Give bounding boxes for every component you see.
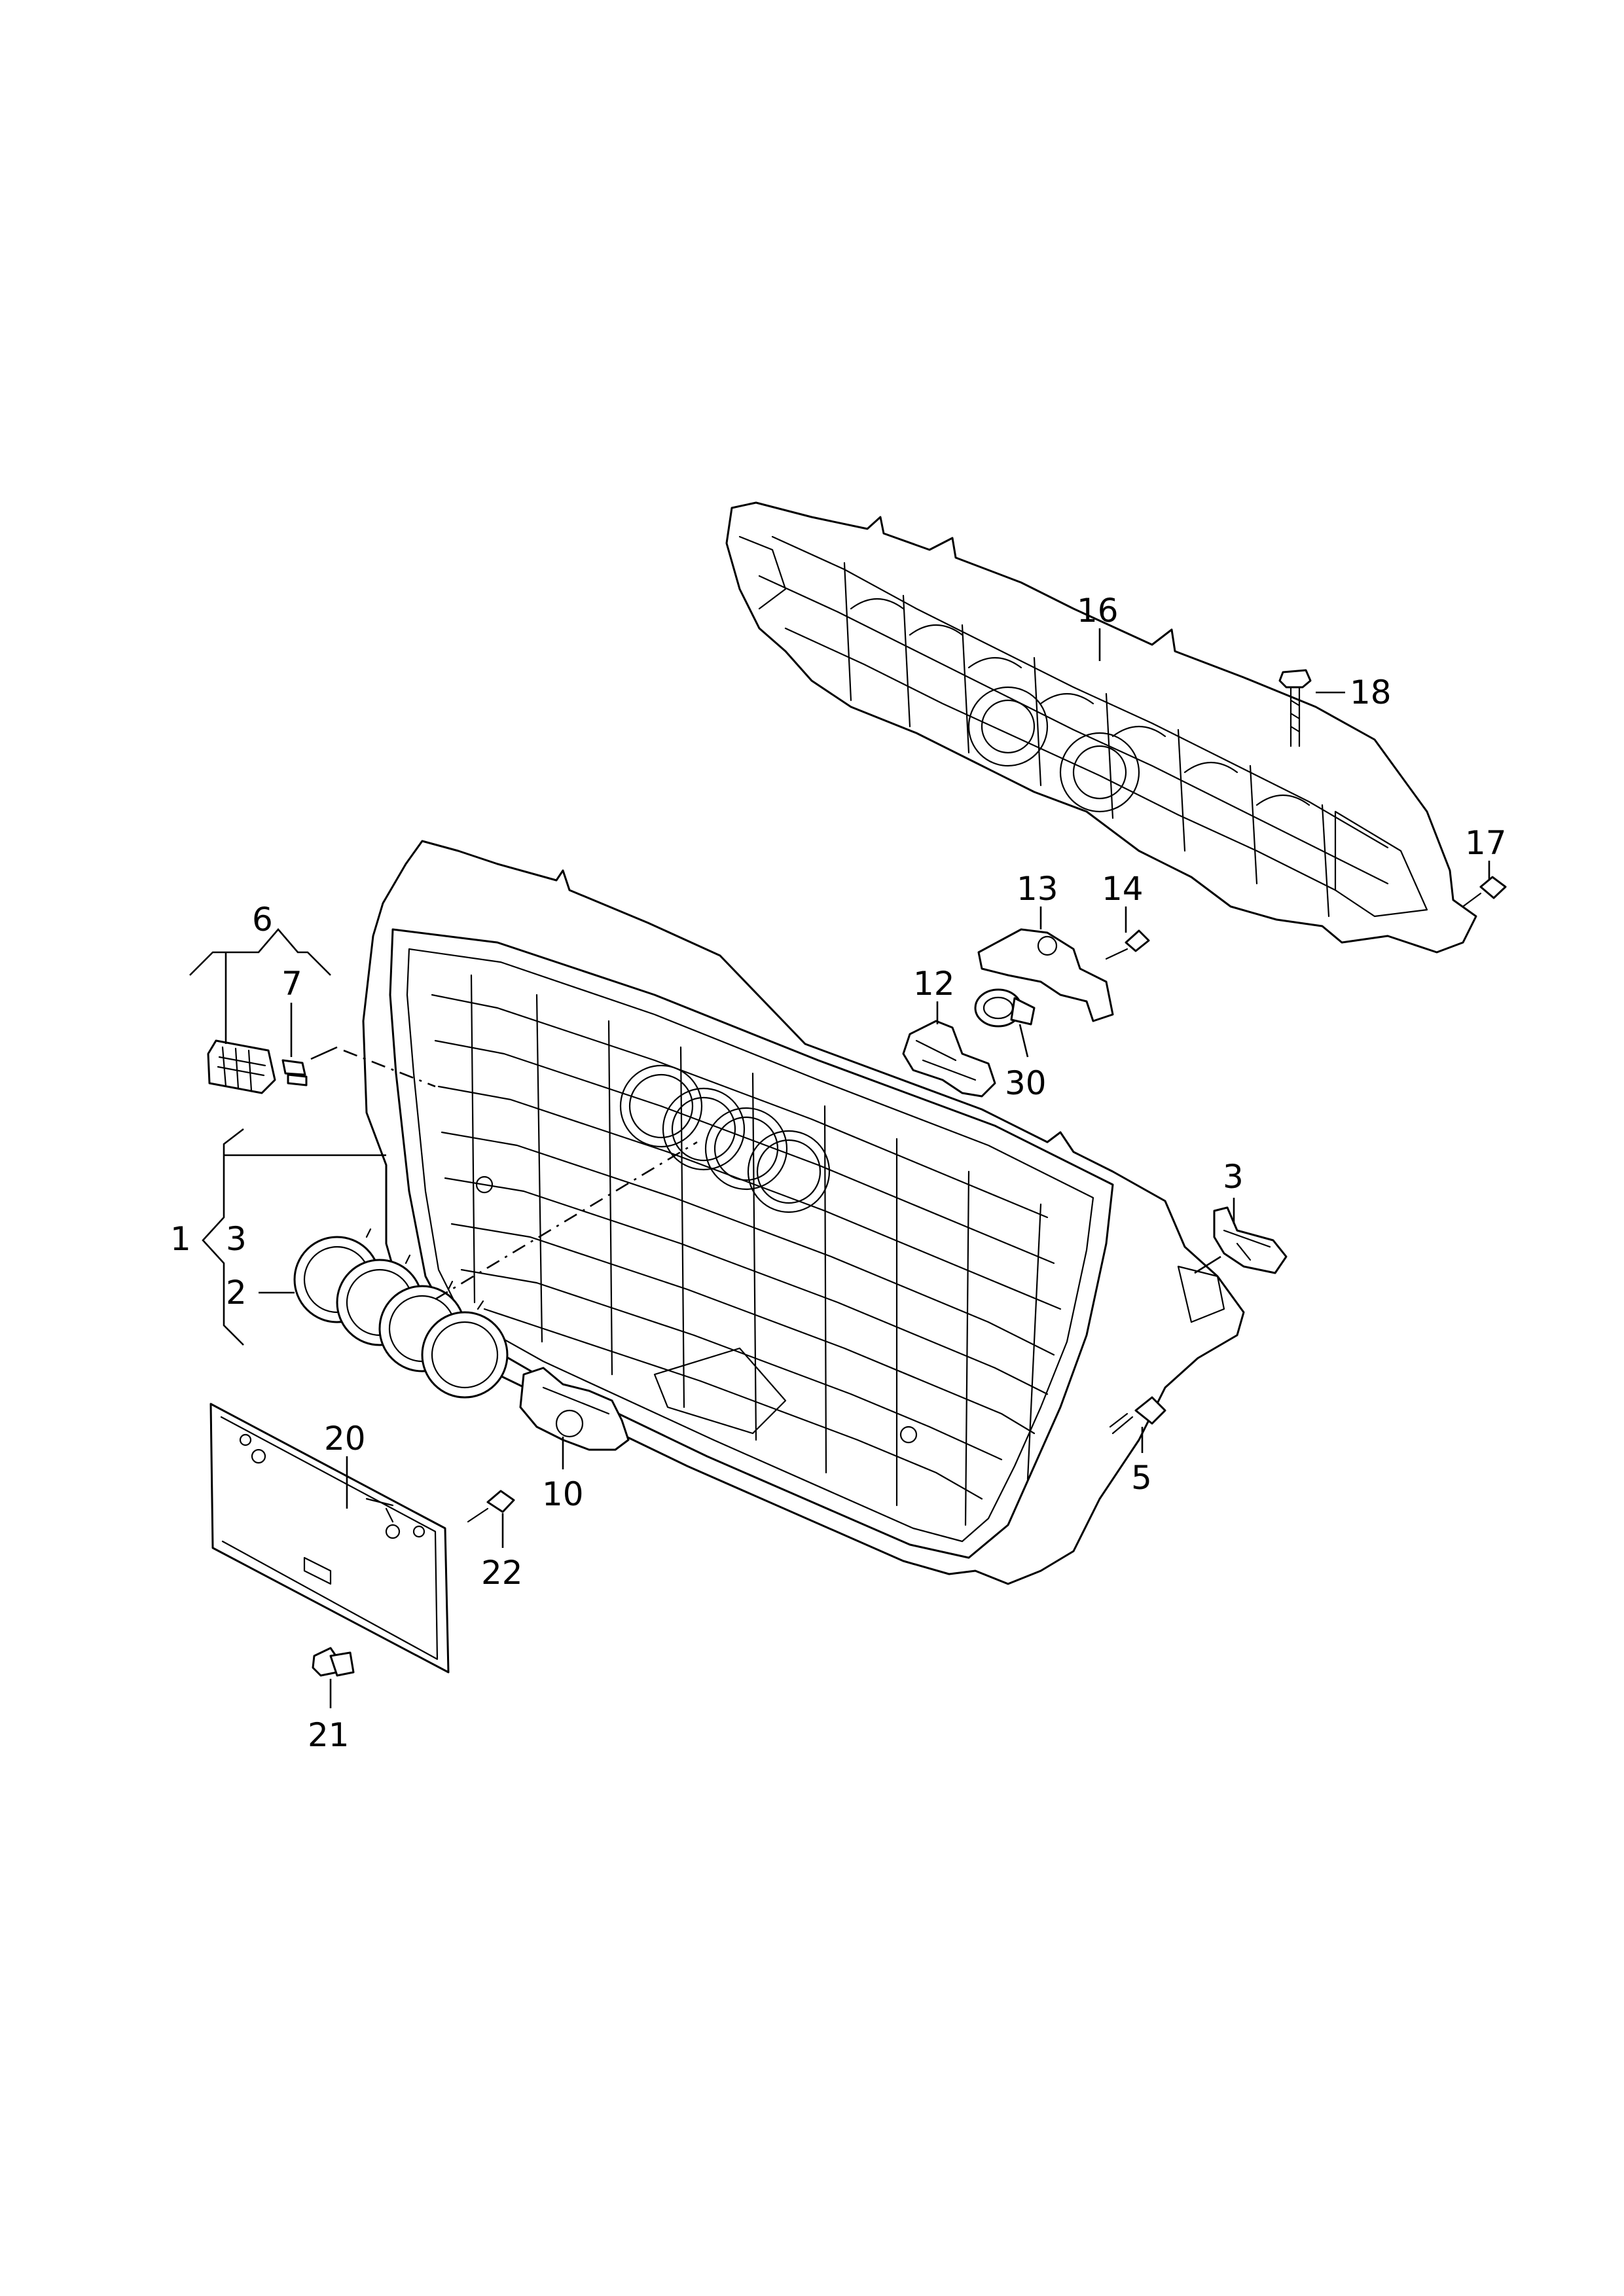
- part-5-screw[interactable]: [1109, 1396, 1166, 1435]
- leader-lines: [189, 628, 1490, 1708]
- part-10-bracket[interactable]: [519, 1367, 630, 1451]
- callout-18: 18: [1350, 673, 1392, 711]
- part-21-bolt[interactable]: [312, 1647, 355, 1677]
- callout-labels: 1 2 3 3 5 6 7 10 12 13 14 16 17 18 20 21…: [170, 592, 1507, 1754]
- part-2-emblem[interactable]: [293, 1228, 509, 1399]
- part-30-sensor[interactable]: [974, 988, 1036, 1028]
- callout-7: 7: [281, 965, 302, 1003]
- callout-3-right: 3: [1223, 1158, 1244, 1196]
- callout-22: 22: [481, 1554, 523, 1592]
- part-16-carrier[interactable]: [725, 501, 1477, 954]
- part-6-sensor[interactable]: [207, 1039, 276, 1094]
- callout-1: 1: [170, 1220, 191, 1258]
- callout-10: 10: [542, 1475, 584, 1513]
- callout-13: 13: [1017, 870, 1058, 908]
- callout-16: 16: [1077, 592, 1119, 630]
- honeycomb-mesh: [431, 974, 1062, 1526]
- callout-2: 2: [226, 1274, 247, 1312]
- part-20-plate-holder[interactable]: [209, 1403, 450, 1674]
- part-1-grille[interactable]: [362, 840, 1245, 1585]
- part-3-retainer[interactable]: [1213, 1206, 1288, 1274]
- part-17-screw[interactable]: [1462, 876, 1507, 908]
- callout-5: 5: [1131, 1459, 1152, 1497]
- part-13-bracket[interactable]: [977, 928, 1114, 1022]
- callout-6: 6: [252, 901, 273, 939]
- part-22-screw[interactable]: [467, 1490, 515, 1523]
- part-18-bolt[interactable]: [1278, 669, 1312, 747]
- part-7-clip[interactable]: [281, 1059, 308, 1086]
- callout-30: 30: [1005, 1064, 1047, 1102]
- callout-3-left: 3: [226, 1220, 247, 1258]
- part-14-screw[interactable]: [1105, 929, 1150, 960]
- part-12-holder[interactable]: [902, 1020, 996, 1098]
- callout-17: 17: [1465, 824, 1507, 862]
- callout-21: 21: [308, 1716, 350, 1754]
- callout-12: 12: [913, 965, 955, 1003]
- callout-20: 20: [324, 1420, 366, 1458]
- callout-14: 14: [1102, 870, 1144, 908]
